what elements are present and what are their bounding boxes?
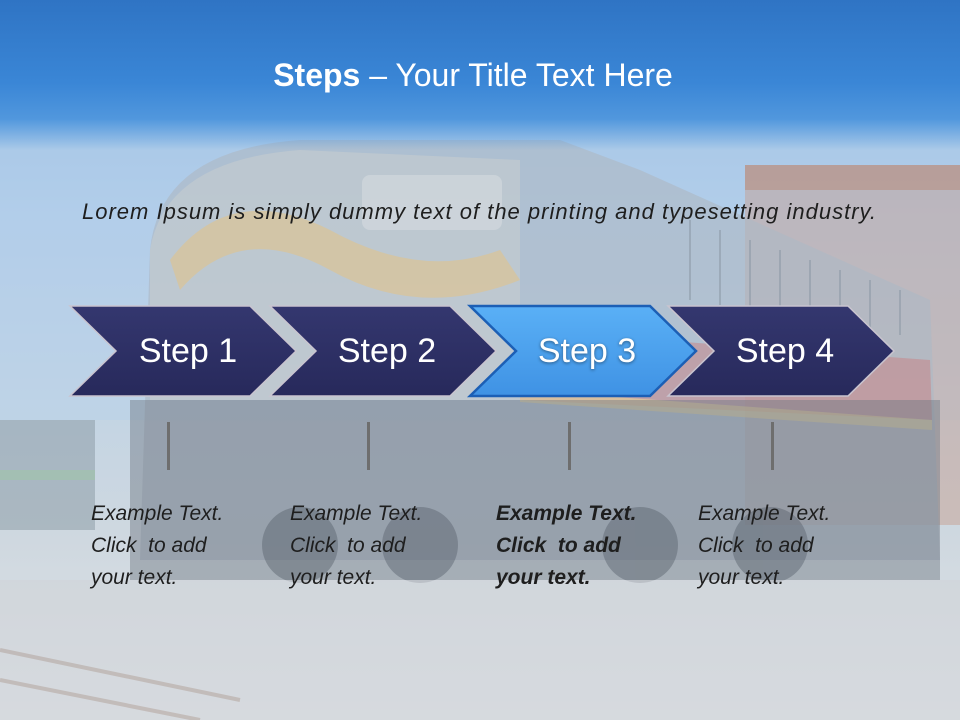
step-1-line-2: Click to add <box>91 534 207 557</box>
step-1-line-3: your text. <box>91 566 178 589</box>
title-rest: – Your Title Text Here <box>360 57 673 93</box>
step-3-text[interactable]: Example Text. Click to add your text. <box>496 498 671 594</box>
step-1-line-1: Example Text. <box>91 502 224 525</box>
step-3-line-3: your text. <box>496 566 591 589</box>
step-2-line-3: your text. <box>290 566 377 589</box>
step-2-chevron[interactable] <box>268 305 498 397</box>
step-2-line-1: Example Text. <box>290 502 423 525</box>
step-3-label[interactable]: Step 3 <box>537 332 637 370</box>
step-4-line-1: Example Text. <box>698 502 831 525</box>
step-4-label[interactable]: Step 4 <box>735 332 835 370</box>
step-4-line-2: Click to add <box>698 534 814 557</box>
step-2-text[interactable]: Example Text. Click to add your text. <box>290 498 465 594</box>
step-1-chevron[interactable] <box>68 305 298 397</box>
step-1-connector <box>167 422 170 470</box>
step-3-line-2: Click to add <box>496 534 621 557</box>
slide-title: Steps – Your Title Text Here <box>0 50 946 100</box>
step-4-chevron[interactable] <box>666 305 896 397</box>
step-3-connector <box>568 422 571 470</box>
subtitle-text[interactable]: Lorem Ipsum is simply dummy text of the … <box>82 199 878 224</box>
step-2-label[interactable]: Step 2 <box>337 332 437 370</box>
step-1-label[interactable]: Step 1 <box>138 332 238 370</box>
step-3-chevron[interactable] <box>466 304 698 398</box>
step-4-line-3: your text. <box>698 566 785 589</box>
step-4-connector <box>771 422 774 470</box>
title-bold: Steps <box>273 57 361 93</box>
header-band <box>0 0 960 150</box>
step-2-line-2: Click to add <box>290 534 406 557</box>
step-1-text[interactable]: Example Text. Click to add your text. <box>91 498 266 594</box>
step-3-line-1: Example Text. <box>496 502 637 525</box>
step-4-text[interactable]: Example Text. Click to add your text. <box>698 498 873 594</box>
step-2-connector <box>367 422 370 470</box>
